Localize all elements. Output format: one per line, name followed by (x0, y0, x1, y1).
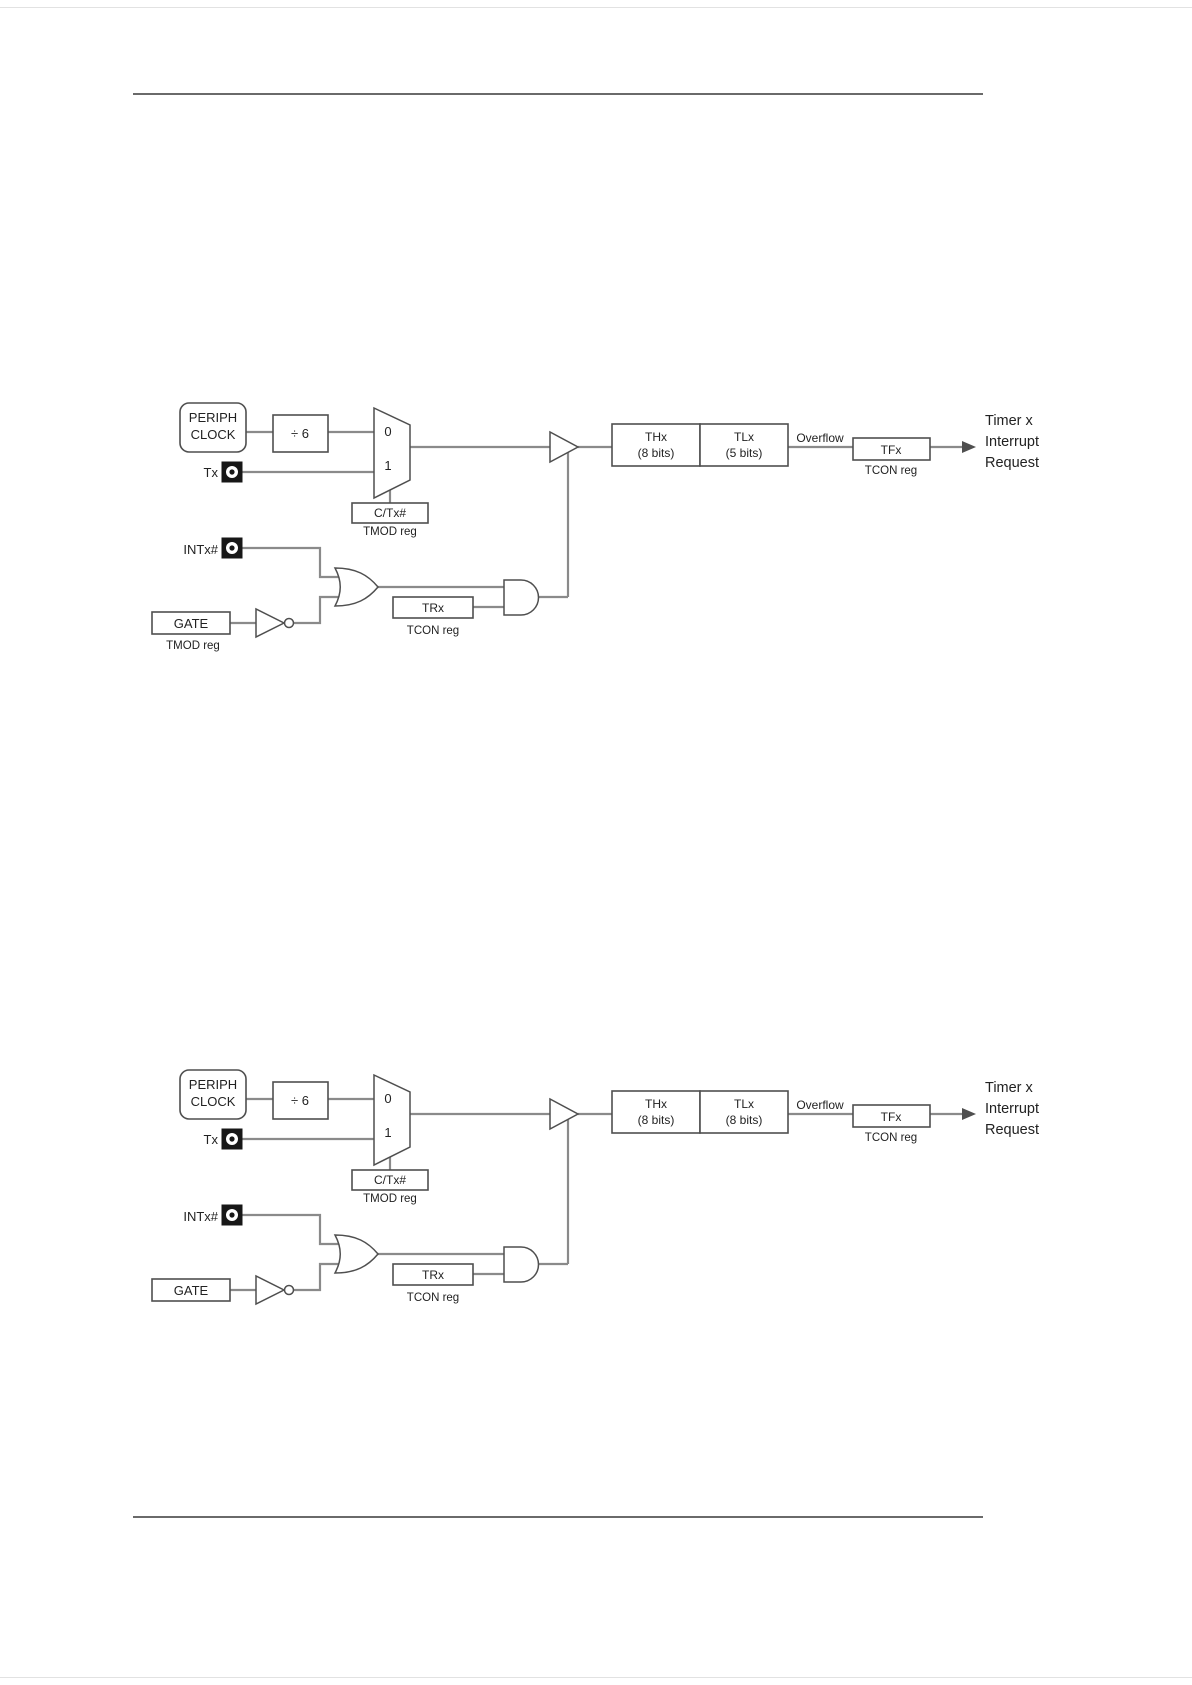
and-gate (503, 1246, 540, 1283)
intx-pin-pad-icon (229, 545, 235, 551)
gate-bit-box (151, 1278, 231, 1302)
wire (294, 1262, 341, 1292)
tlx-bits-label: (8 bits) (726, 1113, 763, 1127)
page-top-border (0, 7, 1192, 8)
tlx-bits-label: (5 bits) (726, 446, 763, 460)
tx-pin-label: Tx (204, 1132, 219, 1147)
wire (242, 546, 341, 579)
gate-bit-box (151, 611, 231, 635)
divider-label: ÷ 6 (291, 1093, 309, 1108)
interrupt-request-label: Timer x (985, 413, 1034, 429)
divide-by-6-box (272, 1081, 329, 1120)
intx-pin-pad-icon (229, 1212, 235, 1218)
divider-label: ÷ 6 (291, 426, 309, 441)
thx-register-label: THx (645, 430, 667, 444)
thx-bits-label: (8 bits) (638, 1113, 675, 1127)
intx-pin-label: INTx# (183, 542, 218, 557)
ctx-select-label: C/Tx# (374, 1173, 406, 1187)
footer-rule (133, 1516, 983, 1518)
periph-clock-label: PERIPH (189, 1077, 237, 1092)
overflow-label: Overflow (796, 1098, 844, 1112)
tx-pin-label: Tx (204, 465, 219, 480)
clock-source-mux (373, 1073, 411, 1167)
periph-clock-label: CLOCK (191, 1094, 236, 1109)
mux-input-1-label: 1 (384, 1125, 391, 1140)
periph-clock-label: CLOCK (191, 427, 236, 442)
wire (242, 1213, 341, 1246)
tlx-register-label: TLx (734, 1097, 754, 1111)
timer-diagram-svg: PERIPH CLOCK ÷ 6 0 1 Tx C/Tx# TMOD reg T… (151, 402, 1039, 652)
tx-pin-pad-icon (229, 469, 235, 475)
trx-bit-box (392, 1263, 474, 1286)
ctx-select-box (351, 1169, 429, 1191)
interrupt-request-label: Request (985, 455, 1039, 471)
trx-bit-box (392, 596, 474, 619)
interrupt-request-label: Interrupt (985, 1101, 1039, 1117)
tfx-flag-box (852, 1104, 931, 1128)
mux-input-1-label: 1 (384, 458, 391, 473)
and-gate (503, 579, 540, 616)
or-gate (333, 567, 379, 607)
count-enable-buffer (549, 1097, 580, 1131)
tcon-reg-label: TCON reg (865, 1132, 917, 1144)
mux-input-0-label: 0 (384, 424, 391, 439)
gate-bit-label: GATE (174, 1283, 209, 1298)
clock-source-mux (373, 406, 411, 500)
mux-input-0-label: 0 (384, 1091, 391, 1106)
tmod-reg-label: TMOD reg (166, 640, 220, 652)
tlx-register-label: TLx (734, 430, 754, 444)
ctx-select-box (351, 502, 429, 524)
arrowhead-icon (962, 1108, 976, 1120)
tlx-register-box (699, 1090, 789, 1134)
tlx-register-box (699, 423, 789, 467)
tfx-flag-label: TFx (881, 1110, 902, 1124)
trx-bit-label: TRx (422, 1268, 444, 1282)
tfx-flag-box (852, 437, 931, 461)
timer-block-diagram-2: PERIPH CLOCK ÷ 6 0 1 Tx C/Tx# TMOD reg T… (140, 1062, 1100, 1332)
tfx-flag-label: TFx (881, 443, 902, 457)
inverter-bubble-icon (283, 617, 295, 629)
tmod-reg-label: TMOD reg (363, 526, 417, 538)
thx-register-label: THx (645, 1097, 667, 1111)
periph-clock-box (179, 402, 247, 453)
thx-bits-label: (8 bits) (638, 446, 675, 460)
inverter-gate (255, 607, 286, 639)
inverter-bubble-icon (283, 1284, 295, 1296)
header-rule (133, 93, 983, 95)
trx-bit-label: TRx (422, 601, 444, 615)
interrupt-request-label: Timer x (985, 1080, 1034, 1096)
timer-block-diagram-1: PERIPH CLOCK ÷ 6 0 1 Tx C/Tx# TMOD reg T… (140, 395, 1100, 665)
tcon-reg-label: TCON reg (407, 625, 459, 637)
interrupt-request-label: Interrupt (985, 434, 1039, 450)
gate-bit-label: GATE (174, 616, 209, 631)
thx-register-box (611, 423, 701, 467)
thx-register-box (611, 1090, 701, 1134)
divide-by-6-box (272, 414, 329, 453)
intx-pin-label: INTx# (183, 1209, 218, 1224)
arrowhead-icon (962, 441, 976, 453)
inverter-gate (255, 1274, 286, 1306)
periph-clock-label: PERIPH (189, 410, 237, 425)
tcon-reg-label: TCON reg (865, 465, 917, 477)
periph-clock-box (179, 1069, 247, 1120)
tcon-reg-label: TCON reg (407, 1292, 459, 1304)
overflow-label: Overflow (796, 431, 844, 445)
tx-pin-pad-icon (229, 1136, 235, 1142)
count-enable-buffer (549, 430, 580, 464)
wire (294, 595, 341, 625)
timer-diagram-svg: PERIPH CLOCK ÷ 6 0 1 Tx C/Tx# TMOD reg T… (151, 1069, 1039, 1306)
or-gate (333, 1234, 379, 1274)
page-bottom-border (0, 1677, 1192, 1678)
interrupt-request-label: Request (985, 1122, 1039, 1138)
ctx-select-label: C/Tx# (374, 506, 406, 520)
tmod-reg-label: TMOD reg (363, 1193, 417, 1205)
